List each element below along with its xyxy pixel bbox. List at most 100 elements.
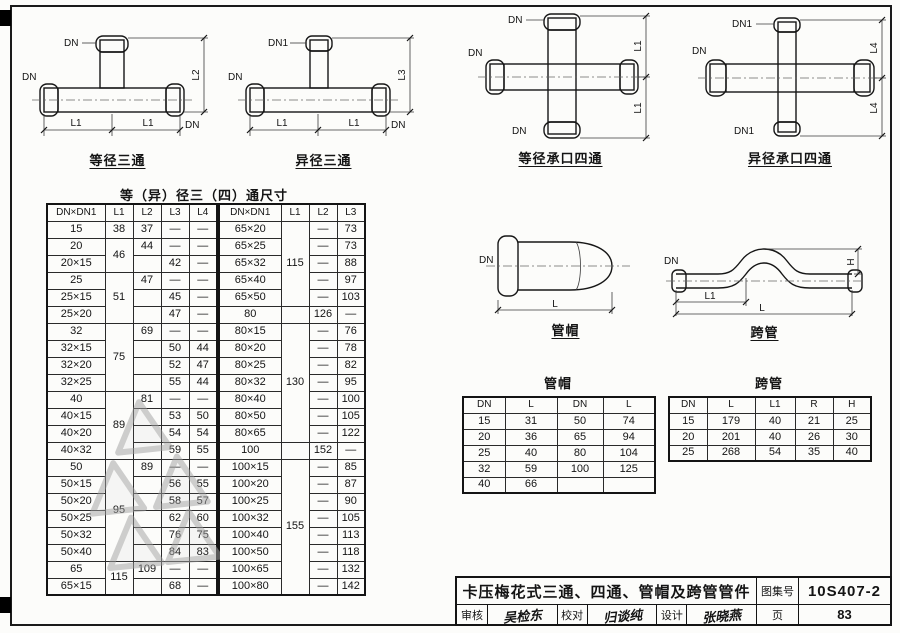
value-cell (132, 305, 162, 324)
dim-label: L1 (142, 118, 154, 129)
reviewer-signature: 吴检东 (487, 605, 557, 626)
dim-label: DN1 (268, 38, 288, 49)
value-cell: 44 (188, 373, 218, 392)
cap-drawing: L DN (479, 235, 630, 314)
value-cell: 105 (336, 509, 366, 528)
row-label: 15 (46, 220, 106, 239)
value-cell: 40 (504, 444, 558, 462)
value-cell: — (308, 288, 338, 307)
value-cell: 81 (132, 390, 162, 409)
page-label: 页 (756, 605, 798, 624)
row-label: 40×15 (46, 407, 106, 426)
dim-label: DN (508, 15, 522, 26)
value-cell: — (160, 237, 190, 256)
value-cell: 31 (504, 412, 558, 430)
value-cell: 59 (160, 441, 190, 460)
value-cell: 268 (706, 444, 756, 462)
value-cell (132, 577, 162, 596)
value-cell: 25 (832, 412, 872, 430)
column-header: R (794, 396, 834, 414)
row-label: 100×20 (218, 475, 282, 494)
value-cell: — (308, 339, 338, 358)
figure-cap: L DN 管帽 (478, 218, 653, 339)
table-row: 65×40—97 (218, 271, 366, 290)
page-number: 83 (798, 605, 890, 624)
dim-label: L1 (633, 40, 644, 52)
value-cell: — (188, 220, 218, 239)
value-cell: 66 (504, 476, 558, 494)
value-cell: 54 (160, 424, 190, 443)
role-label-designer: 设计 (656, 605, 686, 624)
value-cell: — (308, 560, 338, 579)
value-cell: 47 (188, 356, 218, 375)
row-label: 100×65 (218, 560, 282, 579)
column-header: DN (668, 396, 708, 414)
value-cell: 62 (160, 509, 190, 528)
bridge-drawing: H L1 L DN (664, 245, 864, 318)
row-label: 20×15 (46, 254, 106, 273)
sheet-title: 卡压梅花式三通、四通、管帽及跨管管件 (462, 583, 751, 601)
row-label: 65×25 (218, 237, 282, 256)
row-label: 80×65 (218, 424, 282, 443)
value-cell: — (308, 356, 338, 375)
value-cell: 44 (188, 339, 218, 358)
column-header: L4 (188, 203, 218, 222)
value-cell: 55 (188, 441, 218, 460)
value-cell: — (188, 390, 218, 409)
dim-label: DN (468, 48, 482, 59)
value-cell: — (308, 237, 338, 256)
dim-label: DN (479, 255, 493, 266)
table-row: 80×32—95 (218, 373, 366, 392)
row-label: 50×15 (46, 475, 106, 494)
figure-reducing-tee: L1 L1 L3 DN1 DN DN 异径三通 (226, 12, 421, 169)
column-header: L2 (132, 203, 162, 222)
column-header: L1 (104, 203, 134, 222)
row-label: 100 (218, 441, 282, 460)
value-cell: 55 (160, 373, 190, 392)
column-header: L1 (754, 396, 796, 414)
value-cell: 69 (132, 322, 162, 341)
row-label: 100×80 (218, 577, 282, 596)
row-label: 80×32 (218, 373, 282, 392)
dim-label: DN (64, 38, 78, 49)
value-cell: 83 (188, 543, 218, 562)
row-label: 40 (462, 476, 506, 494)
value-cell: — (308, 254, 338, 273)
dim-label: DN (228, 72, 242, 83)
row-label: 80×20 (218, 339, 282, 358)
dim-label: L (759, 303, 765, 314)
row-label: 65×40 (218, 271, 282, 290)
row-label: 25×15 (46, 288, 106, 307)
value-cell: 74 (602, 412, 656, 430)
equal-cross-drawing: L1 L1 DN DN DN (468, 12, 650, 142)
signature-text: 归谈纯 (602, 607, 643, 626)
value-cell: — (160, 458, 190, 477)
value-cell: 65 (556, 428, 604, 446)
value-cell: — (308, 526, 338, 545)
row-label: 100×15 (218, 458, 282, 477)
value-cell: 47 (160, 305, 190, 324)
figure-equal-tee: L1 L1 L2 DN DN DN 等径三通 (20, 12, 215, 169)
value-cell: — (188, 577, 218, 596)
value-cell: 50 (188, 407, 218, 426)
dim-label: L1 (70, 118, 82, 129)
value-cell: 35 (794, 444, 834, 462)
value-cell: 152 (308, 441, 338, 460)
value-cell: 75 (104, 322, 134, 392)
column-header: L3 (160, 203, 190, 222)
value-cell: 130 (280, 322, 310, 443)
value-cell: 54 (188, 424, 218, 443)
value-cell: 68 (160, 577, 190, 596)
value-cell: 60 (188, 509, 218, 528)
row-label: 32 (462, 460, 506, 478)
value-cell: 122 (336, 424, 366, 443)
value-cell (280, 441, 310, 460)
row-label: 32×25 (46, 373, 106, 392)
value-cell: 37 (132, 220, 162, 239)
